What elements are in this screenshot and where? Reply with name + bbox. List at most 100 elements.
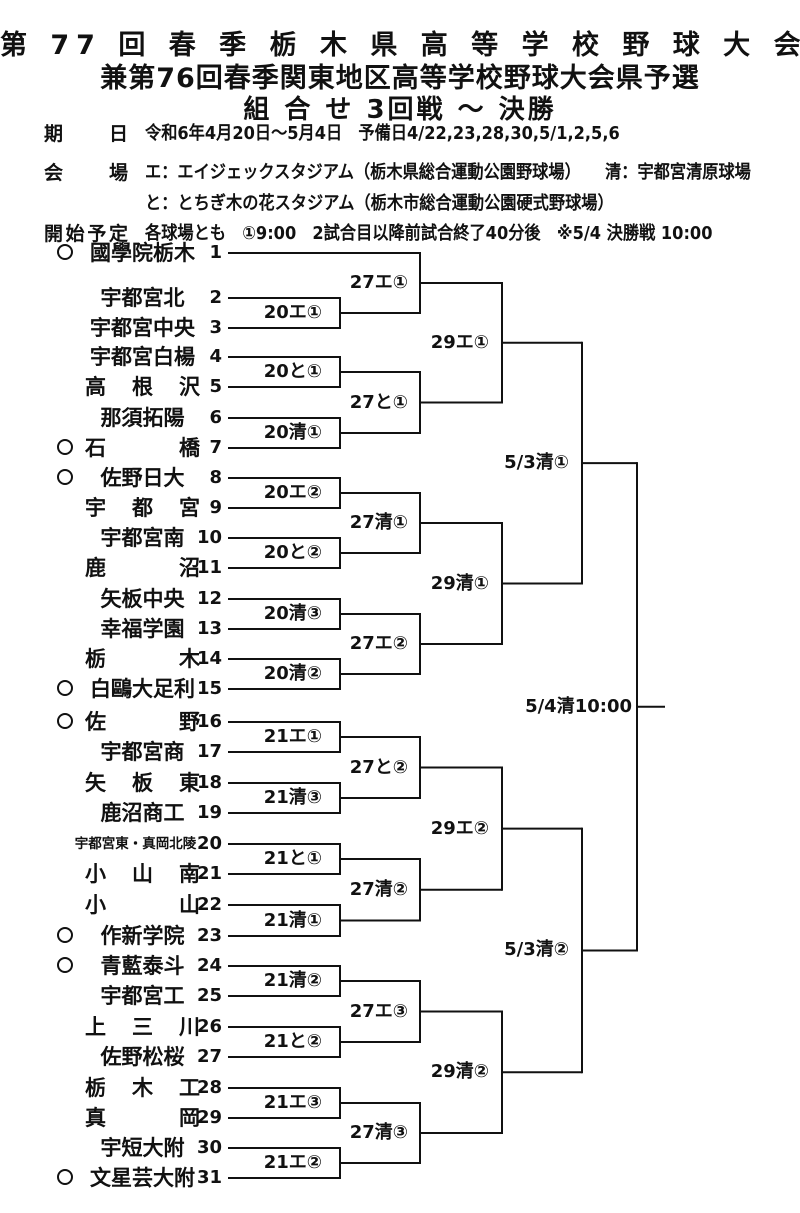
team-number: 27 xyxy=(196,1046,222,1067)
team-name: 白鷗大足利 xyxy=(90,677,195,701)
team-name: 宇都宮東・真岡北陵 xyxy=(74,836,197,852)
team-number: 4 xyxy=(209,346,222,367)
seed-circle xyxy=(57,713,73,729)
match-label: 27清② xyxy=(349,878,408,900)
team-number: 17 xyxy=(196,741,222,762)
team-name: 鹿沼商工 xyxy=(100,801,185,825)
match-label: 27清① xyxy=(349,512,408,533)
venue-value-line2: と：とちぎ木の花スタジアム（栃木市総合運動公園硬式野球場） xyxy=(145,193,614,214)
team-number: 14 xyxy=(196,648,222,669)
match-label: 21と① xyxy=(263,848,322,869)
team-name: 宇都宮北 xyxy=(100,286,185,310)
start-time-value: 各球場とも ①9:00 2試合目以降前試合終了40分後 ※5/4 決勝戦 10:… xyxy=(145,223,713,244)
match-label: 20と② xyxy=(263,542,322,563)
match-label: 21エ① xyxy=(263,726,322,747)
team-number: 26 xyxy=(196,1016,222,1037)
seed-circle xyxy=(57,439,73,455)
match-label: 21清③ xyxy=(263,787,322,808)
match-label: 21清① xyxy=(263,909,322,931)
date-value: 令和6年4月20日～5月4日 予備日4/22,23,28,30,5/1,2,5,… xyxy=(145,123,620,144)
team-name: 矢板東 xyxy=(85,771,200,795)
team-number: 24 xyxy=(196,955,222,976)
team-number: 1 xyxy=(209,242,222,263)
team-name: 宇短大附 xyxy=(100,1136,185,1160)
info-row-venue-cont: と：とちぎ木の花スタジアム（栃木市総合運動公園硬式野球場） xyxy=(44,192,666,216)
seed-circle xyxy=(57,957,73,973)
team-number: 13 xyxy=(196,618,222,639)
team-name: 上三川 xyxy=(85,1015,200,1039)
team-number: 23 xyxy=(196,925,222,946)
match-label: 27エ③ xyxy=(349,1000,408,1022)
start-time-label: 開始予定 xyxy=(44,223,128,245)
match-label: 29清① xyxy=(430,572,489,594)
match-label: 27と② xyxy=(349,756,408,778)
team-name: 佐野 xyxy=(85,710,200,734)
team-name: 小山 xyxy=(85,893,200,917)
seed-circle xyxy=(57,680,73,696)
team-number: 8 xyxy=(209,467,222,488)
team-number: 5 xyxy=(209,376,222,397)
match-label: 20と① xyxy=(263,361,322,382)
team-number: 10 xyxy=(196,527,222,548)
match-label: 5/3清② xyxy=(504,939,569,961)
team-number: 16 xyxy=(196,711,222,732)
info-row-venue: 会場 エ：エイジェックスタジアム（栃木県総合運動公園野球場） 清：宇都宮清原球場 xyxy=(44,161,800,185)
match-label: 27エ① xyxy=(349,272,408,293)
match-label: 20エ② xyxy=(263,482,322,503)
seed-circle xyxy=(57,244,73,260)
team-name: 石橋 xyxy=(85,436,200,460)
team-number: 21 xyxy=(196,863,222,884)
match-label: 20清③ xyxy=(263,603,322,624)
team-number: 15 xyxy=(196,678,222,699)
team-name: 幸福学園 xyxy=(100,617,185,641)
team-number: 11 xyxy=(196,557,222,578)
team-name: 文星芸大附 xyxy=(90,1166,195,1190)
team-number: 22 xyxy=(196,894,222,915)
team-number: 30 xyxy=(196,1137,222,1158)
team-name: 宇都宮商 xyxy=(100,740,185,764)
team-name: 栃木 xyxy=(85,647,200,671)
team-number: 28 xyxy=(196,1077,222,1098)
team-number: 19 xyxy=(196,802,222,823)
team-number: 3 xyxy=(209,317,222,338)
match-label: 21と② xyxy=(263,1031,322,1052)
team-number: 20 xyxy=(196,833,222,854)
team-name: 佐野松桜 xyxy=(100,1045,185,1069)
team-name: 作新学院 xyxy=(100,924,185,948)
team-name: 宇都宮白楊 xyxy=(90,345,195,369)
match-label: 21エ② xyxy=(263,1152,322,1173)
team-name: 宇都宮 xyxy=(85,496,200,520)
team-name: 小山南 xyxy=(85,862,200,886)
match-label: 27エ② xyxy=(349,633,408,654)
match-label: 29清② xyxy=(430,1061,489,1083)
team-name: 國學院栃木 xyxy=(90,241,195,265)
tournament-title-line1: 第 77 回 春 季 栃 木 県 高 等 学 校 野 球 大 会 xyxy=(0,30,800,61)
match-label: 20清① xyxy=(263,422,322,443)
team-name: 高根沢 xyxy=(85,375,200,399)
team-name: 鹿沼 xyxy=(85,556,200,580)
venue-value-line1: エ：エイジェックスタジアム（栃木県総合運動公園野球場） 清：宇都宮清原球場 xyxy=(145,162,751,183)
team-number: 7 xyxy=(209,437,222,458)
match-label: 21エ③ xyxy=(263,1092,322,1113)
match-label: 5/3清① xyxy=(504,452,569,474)
seed-circle xyxy=(57,927,73,943)
seed-circle xyxy=(57,469,73,485)
team-name: 栃木工 xyxy=(85,1076,200,1100)
team-number: 12 xyxy=(196,588,222,609)
match-label: 20清② xyxy=(263,663,322,684)
team-number: 25 xyxy=(196,985,222,1006)
match-label: 5/4清10:00 xyxy=(525,695,632,717)
team-name: 佐野日大 xyxy=(100,466,185,490)
tournament-title-line2: 兼第76回春季関東地区高等学校野球大会県予選 xyxy=(100,63,700,94)
team-name: 宇都宮南 xyxy=(100,526,185,550)
date-label: 期日 xyxy=(44,123,128,145)
seed-circle xyxy=(57,1169,73,1185)
match-label: 21清② xyxy=(263,970,322,991)
team-name: 宇都宮中央 xyxy=(90,316,195,340)
team-name: 宇都宮工 xyxy=(100,984,185,1008)
match-label: 20エ① xyxy=(263,302,322,323)
venue-label: 会場 xyxy=(44,162,128,184)
